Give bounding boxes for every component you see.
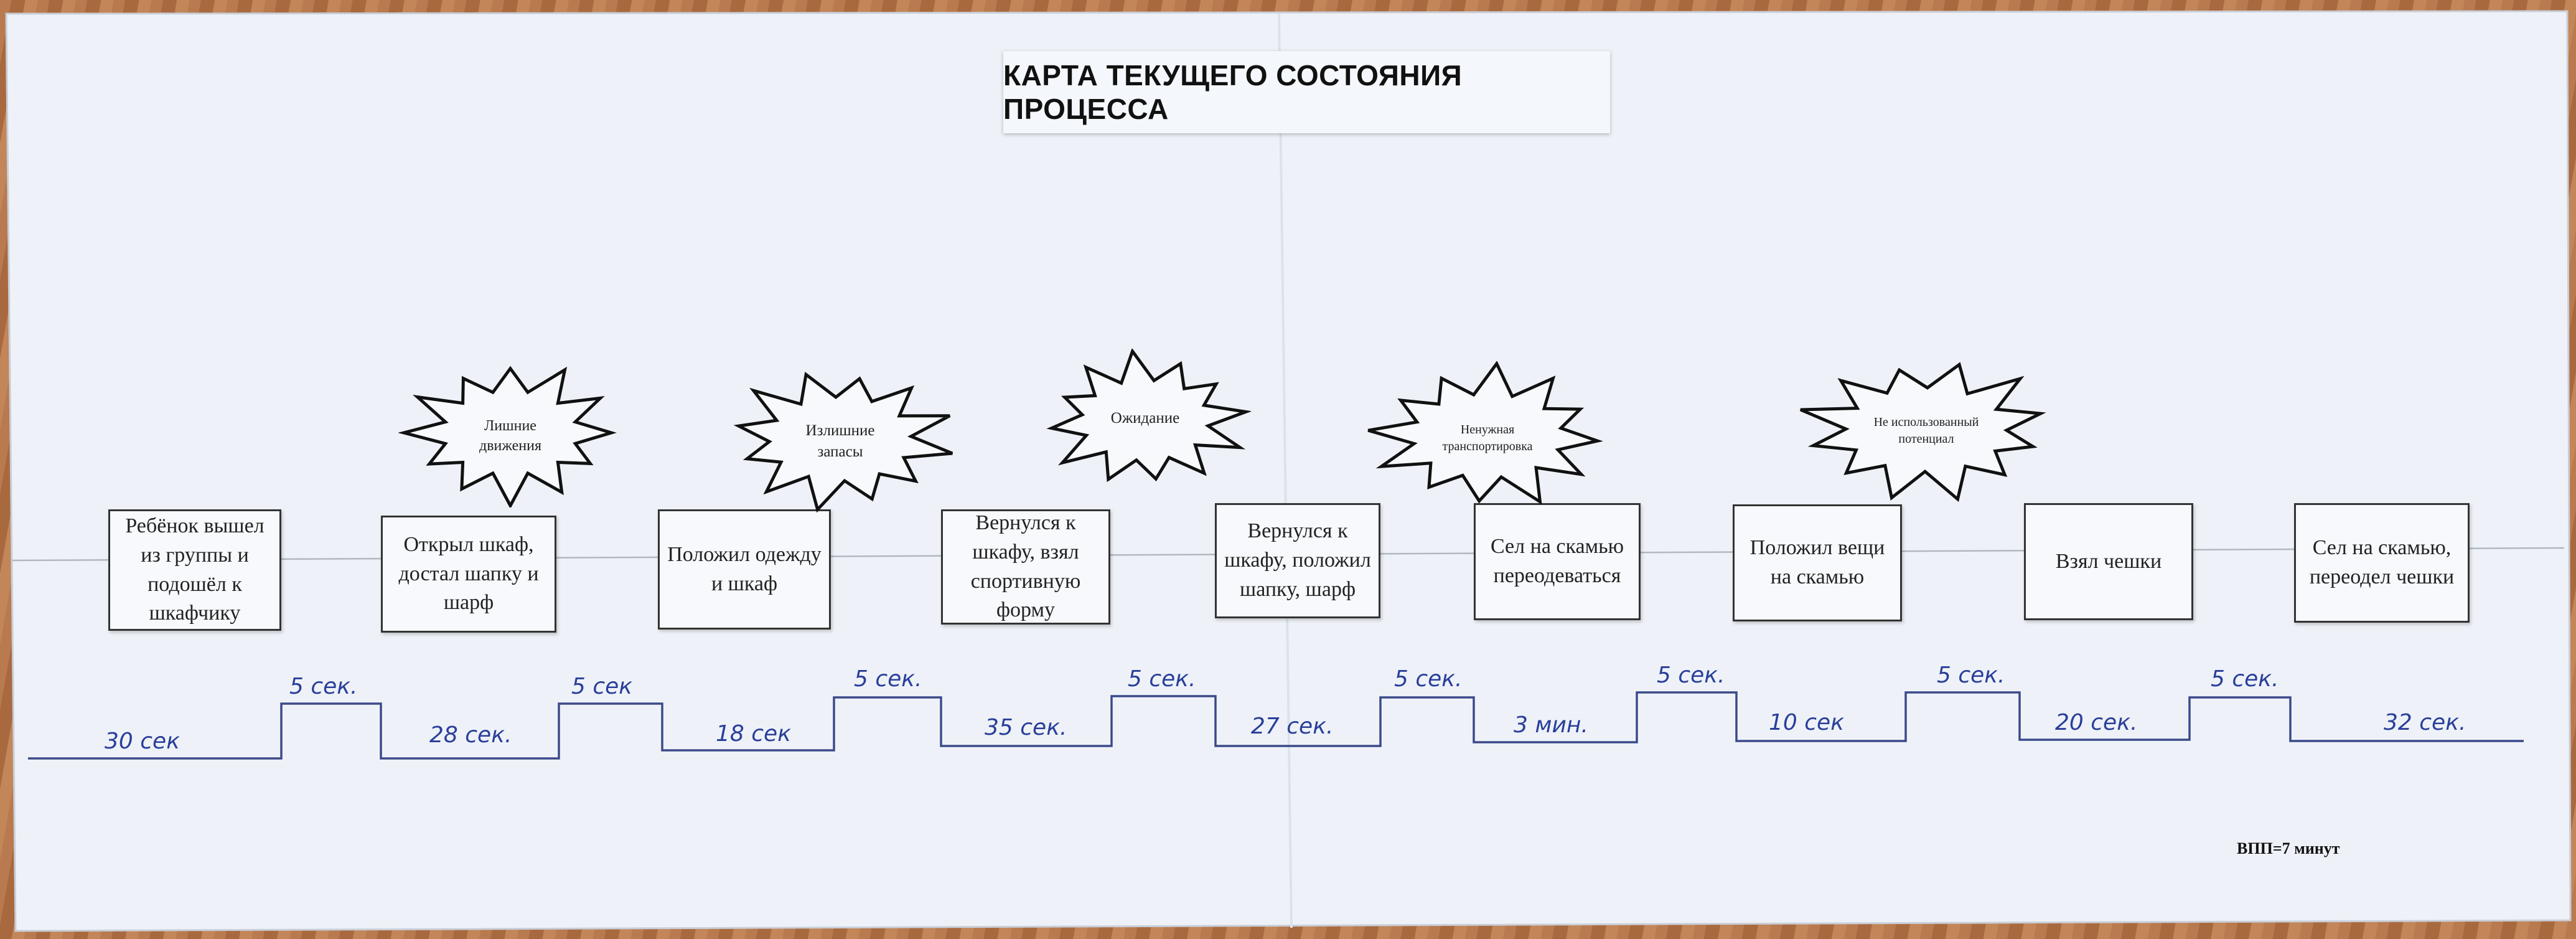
- step-card-1: Ребёнок вышел из группы и подошёл к шкаф…: [108, 509, 281, 631]
- process-time-6: 3 мин.: [1514, 712, 1588, 738]
- step-card-6: Сел на скамью переодеваться: [1474, 503, 1641, 620]
- wait-time-3: 5 сек.: [854, 666, 922, 692]
- step-card-4: Вернулся к шкафу, взял спортивную форму: [941, 509, 1110, 625]
- step-card-8: Взял чешки: [2024, 503, 2193, 620]
- waste-label-4: Ненужная транспортировка: [1442, 423, 1533, 453]
- process-time-1: 30 сек: [105, 729, 180, 754]
- wait-time-7: 5 сек.: [1937, 663, 2005, 688]
- process-time-5: 27 сек.: [1251, 714, 1334, 739]
- wait-time-5: 5 сек.: [1394, 666, 1463, 692]
- wait-time-8: 5 сек.: [2211, 666, 2279, 692]
- waste-burst-5: [1800, 362, 2046, 503]
- step-card-7: Положил вещи на скамью: [1733, 504, 1902, 621]
- waste-burst-4: [1367, 361, 1603, 505]
- map-title: КАРТА ТЕКУЩЕГО СОСТОЯНИЯ ПРОЦЕССА: [1003, 51, 1610, 133]
- wait-time-4: 5 сек.: [1128, 666, 1196, 692]
- wait-time-1: 5 сек.: [289, 674, 358, 699]
- step-card-5: Вернулся к шкафу, положил шапку, шарф: [1215, 503, 1380, 618]
- wait-time-6: 5 сек.: [1657, 663, 1725, 688]
- process-time-7: 10 сек: [1769, 710, 1844, 735]
- wait-time-2: 5 сек: [571, 674, 633, 699]
- step-card-2: Открыл шкаф, достал шапку и шарф: [381, 516, 556, 633]
- waste-burst-3: [1046, 349, 1251, 483]
- process-time-2: 28 сек.: [429, 722, 512, 748]
- process-time-8: 20 сек.: [2055, 710, 2138, 735]
- total-lead-time: ВПП=7 минут: [2237, 839, 2340, 857]
- waste-burst-1: [398, 366, 617, 507]
- waste-label-2: Излишние запасы: [805, 422, 875, 460]
- process-time-3: 18 сек: [716, 721, 791, 747]
- process-time-4: 35 сек.: [985, 715, 1067, 740]
- waste-burst-2: [733, 372, 953, 513]
- step-card-3: Положил одежду и шкаф: [658, 509, 831, 630]
- waste-label-5: Не использованный потенциал: [1873, 415, 1979, 446]
- waste-label-3: Ожидание: [1110, 410, 1180, 427]
- waste-label-1: Лишние движения: [479, 418, 542, 455]
- step-card-9: Сел на скамью, переодел чешки: [2294, 503, 2470, 623]
- process-time-9: 32 сек.: [2384, 710, 2466, 735]
